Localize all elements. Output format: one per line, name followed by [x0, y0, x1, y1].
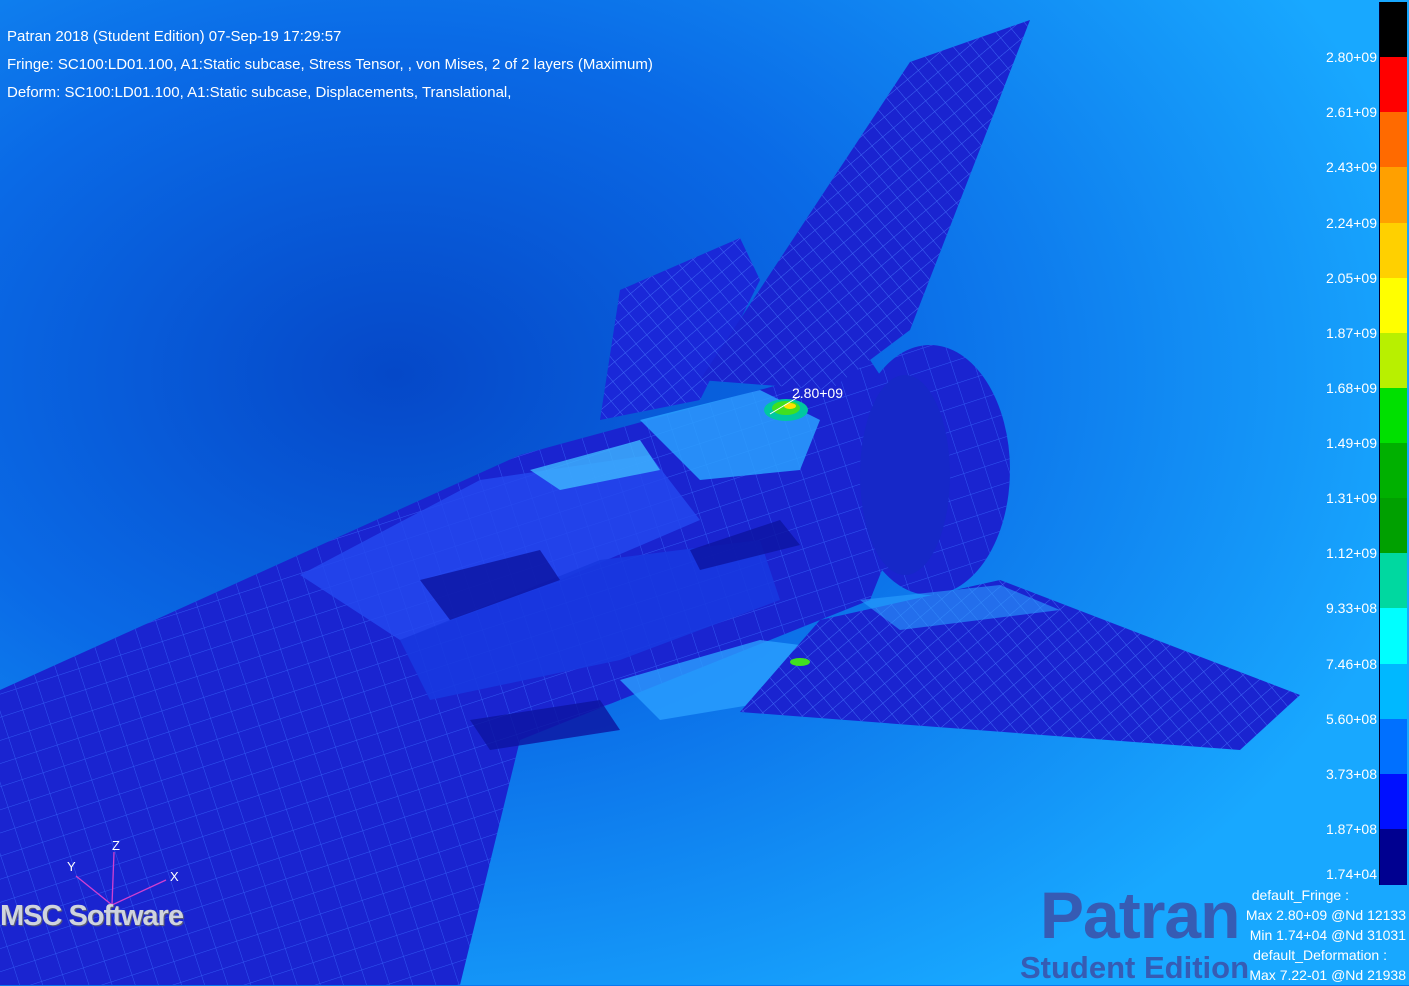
legend-tick-label: 1.31+09: [1326, 490, 1377, 507]
deform-summary-title: default_Deformation :: [1253, 947, 1387, 963]
triad-z-label: Z: [112, 838, 120, 853]
legend-swatch: [1379, 2, 1407, 59]
rocket-body: [0, 360, 930, 985]
legend-tick-label: 1.74+04: [1326, 866, 1377, 882]
legend-swatch: [1379, 828, 1407, 885]
legend-swatch: [1379, 718, 1407, 775]
legend-swatch: [1379, 553, 1407, 610]
legend-swatch: [1379, 167, 1407, 224]
fin-top: [700, 20, 1030, 390]
fringe-summary-min: Min 1.74+04 @Nd 31031: [1249, 927, 1406, 943]
deform-summary-max: Max 7.22-01 @Nd 21938: [1249, 967, 1406, 983]
legend-swatch: [1379, 443, 1407, 500]
legend-swatch: [1379, 387, 1407, 444]
legend-tick-label: 2.80+09: [1326, 49, 1377, 66]
legend-tick-label: 7.46+08: [1326, 655, 1377, 672]
deform-description: Deform: SC100:LD01.100, A1:Static subcas…: [7, 84, 512, 101]
peak-value-marker: 2.80+09: [792, 385, 843, 401]
legend-tick-label: 1.68+09: [1326, 379, 1377, 396]
patran-watermark: Patran: [1040, 878, 1240, 952]
fin-right: [740, 580, 1300, 750]
legend-swatch: [1379, 112, 1407, 169]
fin-rear: [600, 238, 760, 420]
legend-tick-label: 2.05+09: [1326, 269, 1377, 286]
legend-tick-label: 1.49+09: [1326, 435, 1377, 451]
session-title: Patran 2018 (Student Edition) 07-Sep-19 …: [7, 28, 342, 45]
legend-tick-label: 1.87+08: [1326, 820, 1377, 837]
legend-tick-label: 2.61+09: [1326, 104, 1377, 121]
fringe-legend: [1377, 0, 1409, 885]
legend-tick-label: 1.87+09: [1326, 324, 1377, 341]
triad-x-label: X: [170, 869, 179, 884]
legend-tick-label: 2.43+09: [1326, 159, 1377, 176]
fringe-description: Fringe: SC100:LD01.100, A1:Static subcas…: [7, 56, 653, 73]
legend-tick-label: 3.73+08: [1326, 765, 1377, 782]
legend-swatch: [1379, 498, 1407, 555]
legend-swatch: [1379, 608, 1407, 665]
legend-tick-label: 5.60+08: [1326, 710, 1377, 727]
fringe-summary-max: Max 2.80+09 @Nd 12133: [1245, 907, 1406, 923]
triad-y-label: Y: [67, 859, 76, 874]
axis-triad: [75, 851, 167, 906]
legend-swatch: [1379, 222, 1407, 279]
legend-tick-label: 1.12+09: [1326, 545, 1377, 562]
student-edition-watermark: Student Edition: [1020, 950, 1250, 985]
legend-tick-label: 2.24+09: [1326, 214, 1377, 231]
msc-software-logo: MSC Software: [0, 900, 184, 932]
legend-swatch: [1379, 332, 1407, 389]
legend-swatch: [1379, 773, 1407, 830]
stress-hotspot: [764, 395, 810, 666]
legend-swatch: [1379, 277, 1407, 334]
aft-ring: [850, 345, 1010, 595]
fringe-summary-title: default_Fringe :: [1251, 887, 1349, 903]
legend-swatch: [1379, 57, 1407, 114]
legend-tick-label: 9.33+08: [1326, 600, 1377, 617]
legend-swatch: [1379, 663, 1407, 720]
